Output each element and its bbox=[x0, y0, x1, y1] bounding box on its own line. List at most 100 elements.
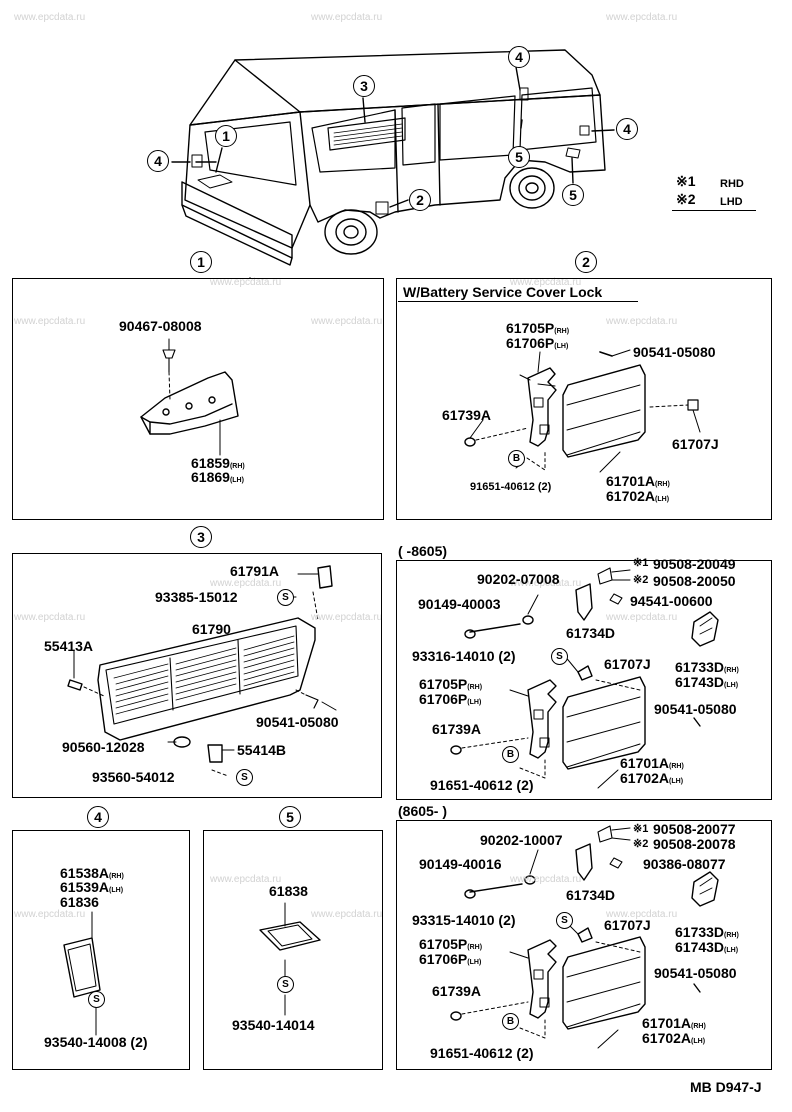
watermark: www.epcdata.ru bbox=[14, 612, 86, 623]
watermark: www.epcdata.ru bbox=[606, 612, 678, 623]
part-93560-54012: 93560-54012 bbox=[92, 769, 175, 785]
part-90508-20077: 90508-20077 bbox=[653, 821, 736, 837]
callout-4: 4 bbox=[508, 46, 530, 68]
part-90541-05080: 90541-05080 bbox=[654, 701, 737, 717]
part-61706P: 61706P(LH) bbox=[419, 951, 482, 967]
part-61706P: 61706P(LH) bbox=[506, 335, 569, 351]
watermark: www.epcdata.ru bbox=[510, 578, 582, 589]
watermark: www.epcdata.ru bbox=[210, 874, 282, 885]
plate-61838 bbox=[259, 902, 321, 1016]
part-61701A: 61701A(RH) bbox=[620, 755, 684, 771]
part-61836: 61836 bbox=[60, 894, 99, 910]
watermark: www.epcdata.ru bbox=[14, 316, 86, 327]
louver-61790 bbox=[67, 565, 337, 777]
part-61734D: 61734D bbox=[566, 625, 616, 641]
part-90149-40003: 90149-40003 bbox=[418, 596, 501, 612]
part-93315-14010: 93315-14010 (2) bbox=[412, 912, 516, 928]
part-61707J: 61707J bbox=[604, 656, 651, 672]
panel-5 bbox=[203, 830, 383, 1070]
watermark: www.epcdata.ru bbox=[14, 909, 86, 920]
part-90467-08008: 90467-08008 bbox=[119, 318, 202, 334]
part-61702A: 61702A(LH) bbox=[642, 1030, 706, 1046]
part-90541-05080: 90541-05080 bbox=[633, 344, 716, 360]
part-61702A: 61702A(LH) bbox=[606, 488, 670, 504]
part-61538A: 61538A(RH) bbox=[60, 865, 124, 881]
part-61790: 61790 bbox=[192, 621, 231, 637]
part-93385-15012: 93385-15012 bbox=[155, 589, 238, 605]
part-90202-10007: 90202-10007 bbox=[480, 832, 563, 848]
watermark: www.epcdata.ru bbox=[606, 12, 678, 23]
part-61705P: 61705P(RH) bbox=[419, 676, 483, 692]
legend-underline bbox=[672, 210, 756, 212]
legend-mark-2: ※2 bbox=[676, 191, 696, 207]
watermark: www.epcdata.ru bbox=[606, 909, 678, 920]
screw-symbol-s: S bbox=[551, 648, 568, 665]
part-61705P: 61705P(RH) bbox=[506, 320, 570, 336]
part-61739A: 61739A bbox=[432, 721, 482, 737]
panel-6-title: ( -8605) bbox=[398, 543, 448, 559]
panel-3 bbox=[12, 553, 382, 798]
panel-4 bbox=[12, 830, 190, 1070]
part-90508-20049: 90508-20049 bbox=[653, 556, 736, 572]
watermark: www.epcdata.ru bbox=[311, 12, 383, 23]
panel-7-title-underline bbox=[398, 820, 508, 822]
part-61705P: 61705P(RH) bbox=[419, 936, 483, 952]
part-94541-00600: 94541-00600 bbox=[630, 593, 713, 609]
section-callout-1: 1 bbox=[190, 251, 212, 273]
bolt-symbol-b: B bbox=[508, 450, 525, 467]
section-callout-2: 2 bbox=[575, 251, 597, 273]
callout-5: 5 bbox=[562, 184, 584, 206]
legend-rhd: RHD bbox=[720, 178, 744, 190]
part-90560-12028: 90560-12028 bbox=[62, 739, 145, 755]
section-callout-3: 3 bbox=[190, 526, 212, 548]
callout-5: 5 bbox=[508, 146, 530, 168]
part-61539A: 61539A(LH) bbox=[60, 879, 124, 895]
part-90541-05080: 90541-05080 bbox=[654, 965, 737, 981]
part-61838: 61838 bbox=[269, 883, 308, 899]
part-90202-07008: 90202-07008 bbox=[477, 571, 560, 587]
part-93540-14014: 93540-14014 bbox=[232, 1017, 315, 1033]
screw-symbol-s: S bbox=[277, 589, 294, 606]
watermark: www.epcdata.ru bbox=[510, 277, 582, 288]
panel-1 bbox=[12, 278, 384, 520]
watermark: www.epcdata.ru bbox=[606, 316, 678, 327]
part-61702A: 61702A(LH) bbox=[620, 770, 684, 786]
callout-2: 2 bbox=[409, 189, 431, 211]
panel-2-title: W/Battery Service Cover Lock bbox=[403, 284, 603, 300]
legend-mark-rhd: ※1 bbox=[633, 557, 649, 569]
part-61743D: 61743D(LH) bbox=[675, 674, 739, 690]
part-55414B: 55414B bbox=[237, 742, 287, 758]
part-61869: 61869(LH) bbox=[191, 469, 244, 485]
lock-parts-upper bbox=[450, 567, 719, 789]
watermark: www.epcdata.ru bbox=[14, 12, 86, 23]
legend-mark-lhd: ※2 bbox=[633, 574, 649, 586]
part-93316-14010: 93316-14010 (2) bbox=[412, 648, 516, 664]
screw-symbol-s: S bbox=[277, 976, 294, 993]
legend-mark-rhd: ※1 bbox=[633, 823, 649, 835]
part-61733D: 61733D(RH) bbox=[675, 924, 739, 940]
part-90541-05080: 90541-05080 bbox=[256, 714, 339, 730]
bolt-symbol-b: B bbox=[502, 1013, 519, 1030]
part-91651-40612: 91651-40612 (2) bbox=[470, 481, 552, 493]
panel-2-title-underline bbox=[398, 301, 638, 303]
lock-parts-lower bbox=[450, 825, 719, 1049]
callout-4: 4 bbox=[616, 118, 638, 140]
section-callout-4: 4 bbox=[87, 806, 109, 828]
screw-symbol-s: S bbox=[236, 769, 253, 786]
bracket-61859 bbox=[140, 338, 239, 456]
part-61701A: 61701A(RH) bbox=[642, 1015, 706, 1031]
part-93540-14008: 93540-14008 (2) bbox=[44, 1034, 148, 1050]
part-61706P: 61706P(LH) bbox=[419, 691, 482, 707]
part-61739A: 61739A bbox=[442, 407, 492, 423]
legend-mark-lhd: ※2 bbox=[633, 838, 649, 850]
part-90508-20078: 90508-20078 bbox=[653, 836, 736, 852]
screw-symbol-s: S bbox=[556, 912, 573, 929]
part-90508-20050: 90508-20050 bbox=[653, 573, 736, 589]
hinge-parts-61705P bbox=[464, 349, 701, 473]
part-61791A: 61791A bbox=[230, 563, 280, 579]
part-61739A: 61739A bbox=[432, 983, 482, 999]
section-callout-5: 5 bbox=[279, 806, 301, 828]
part-90386-08077: 90386-08077 bbox=[643, 856, 726, 872]
screw-symbol-s: S bbox=[88, 991, 105, 1008]
